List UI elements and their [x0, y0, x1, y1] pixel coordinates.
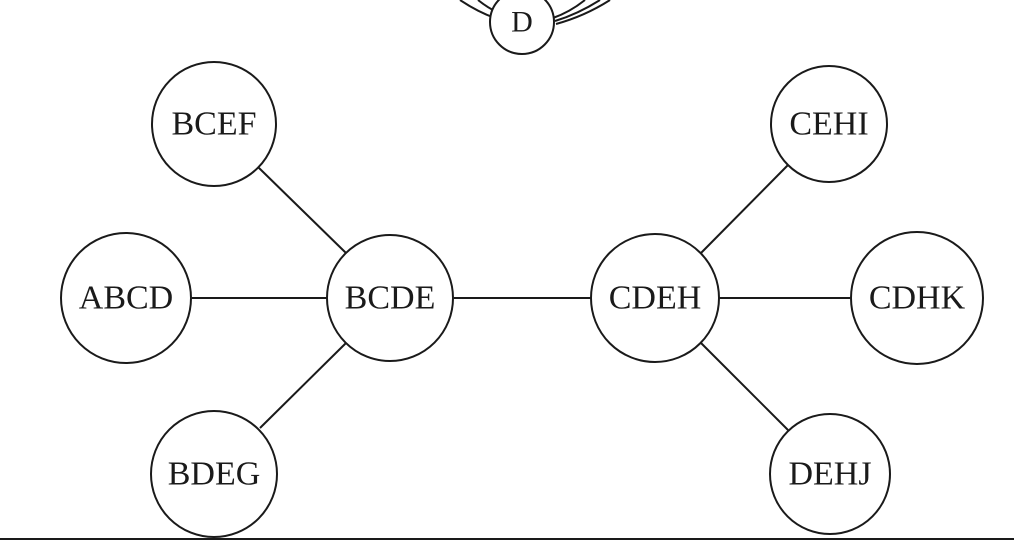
- node-bcde: BCDE: [326, 234, 454, 362]
- node-label: BDEG: [168, 456, 261, 493]
- node-circle: [326, 234, 454, 362]
- node-circle: [850, 231, 984, 365]
- node-label: CDEH: [609, 280, 702, 317]
- node-circle: [60, 232, 192, 364]
- node-label: CEHI: [789, 106, 868, 143]
- edge-partial-right-1: [552, 0, 586, 19]
- node-label: CDHK: [869, 280, 966, 317]
- node-dehj: DEHJ: [769, 413, 891, 535]
- edge-dehj-cdeh: [700, 342, 789, 431]
- node-label: D: [511, 6, 533, 39]
- node-circle: [489, 0, 555, 55]
- node-circle: [769, 413, 891, 535]
- node-cehi: CEHI: [770, 65, 888, 183]
- node-circle: [151, 61, 277, 187]
- node-label: BCDE: [345, 280, 436, 317]
- node-circle: [150, 410, 278, 538]
- node-label: ABCD: [79, 280, 173, 317]
- node-bcef: BCEF: [151, 61, 277, 187]
- edge-bcef-bcde: [257, 166, 347, 254]
- node-d: D: [489, 0, 555, 55]
- node-label: BCEF: [171, 106, 256, 143]
- edge-bdeg-bcde: [259, 342, 347, 429]
- node-label: DEHJ: [788, 456, 871, 493]
- edges: [192, 164, 850, 431]
- edge-partial-right-3: [554, 0, 601, 22]
- node-abcd: ABCD: [60, 232, 192, 364]
- edge-partial-right-2: [555, 0, 611, 25]
- node-circle: [590, 233, 720, 363]
- edge-cehi-cdeh: [700, 164, 789, 254]
- node-cdeh: CDEH: [590, 233, 720, 363]
- node-bdeg: BDEG: [150, 410, 278, 538]
- node-cdhk: CDHK: [850, 231, 984, 365]
- node-circle: [770, 65, 888, 183]
